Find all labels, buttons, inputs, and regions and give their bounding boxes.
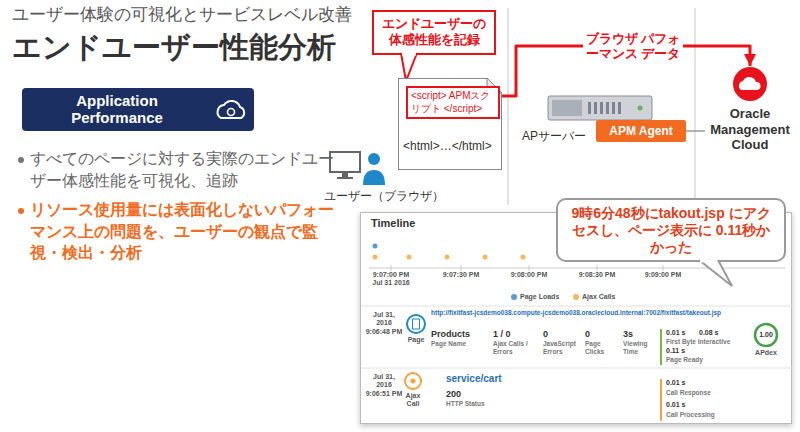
zone-divider	[508, 8, 509, 205]
metric-value: 200	[446, 389, 461, 400]
node-text: Application Performance	[30, 92, 204, 127]
time-tick: 9:09:00 PM	[643, 271, 683, 279]
product-badge: Application Performance	[22, 88, 254, 131]
html-document: <html>…</html> <script> APMスクリプト </script…	[398, 78, 502, 170]
metric-name: HTTP Status	[446, 400, 485, 408]
call-url: service/cart	[446, 373, 502, 385]
legend-text: Page Loads	[520, 293, 559, 300]
metric-value: Products	[431, 329, 470, 340]
timing-value: 0.11 s	[666, 347, 685, 355]
slide-title: エンドユーザー性能分析	[12, 28, 336, 68]
timestamp: Jul 31, 2016 9:06:51 PM	[365, 373, 403, 398]
cloud-icon	[214, 93, 248, 125]
metric-name: JavaScript Errors	[543, 340, 579, 356]
metric-name: Ajax Calls / Errors	[493, 340, 533, 356]
metric-name: Page Clicks	[585, 340, 617, 356]
metric-name: Viewing Time	[623, 340, 655, 356]
icon-caption: Page	[404, 336, 428, 344]
timing-value: 0.01 s	[666, 401, 685, 409]
node-text: <script> APMスクリプト </script>	[411, 90, 495, 115]
time-tick: 9:07:30 PM	[441, 271, 481, 279]
server-icon	[548, 94, 652, 122]
timing-name: First Byte Interactive	[666, 338, 730, 346]
ap-server: APサーバーAPM Agent	[522, 94, 686, 150]
time-tick: 9:08:00 PM	[509, 271, 549, 279]
node-text: <html>…</html>	[403, 139, 497, 153]
node-text: ユーザー（ブラウザ）	[322, 188, 446, 205]
node-text: エンドユーザーの 体感性能を記録	[379, 16, 489, 49]
legend-swatch	[511, 294, 517, 300]
timing-value: 0.08 s	[699, 329, 718, 337]
metric-value: 0	[585, 329, 590, 340]
node-text: APM Agent	[598, 124, 684, 138]
callout-bubble: 9時6分48秒にtakout.jsp にアクセスし、ページ表示に 0.11秒かか…	[556, 198, 786, 262]
callout-tail	[698, 260, 734, 290]
time-tick: 9:08:30 PM	[577, 271, 617, 279]
time-tick: 9:07:00 PM Jul 31 2016	[371, 271, 411, 288]
user-browser: ユーザー（ブラウザ）	[322, 150, 446, 205]
cloud-service: Oracle Management Cloud	[705, 66, 795, 153]
timing-name: Call Response	[666, 389, 711, 397]
metric-value: 0	[543, 329, 548, 340]
apdex-caption: APdex	[754, 349, 778, 357]
cloud-icon	[732, 66, 768, 102]
edge-label: ブラウザ パフォーマンス データ	[583, 30, 683, 63]
node-text: 9時6分48秒にtakout.jsp にアクセスし、ページ表示に 0.11秒かか…	[566, 205, 776, 255]
icon-caption: Ajax Call	[399, 392, 427, 409]
metric-value: 3s	[623, 329, 633, 340]
legend-text: Ajax Calls	[582, 293, 615, 300]
bullet-text: すべてのページに対する実際のエンドユーザー体感性能を可視化、追跡	[30, 148, 345, 191]
metric-value: 1 / 0	[493, 329, 511, 340]
script-box: <script> APMスクリプト </script>	[406, 86, 500, 119]
timing-name: Call Processing	[666, 411, 715, 419]
callout-bubble: エンドユーザーの 体感性能を記録	[372, 10, 496, 55]
legend-swatch	[573, 294, 579, 300]
timestamp: Jul 31, 2016 9:06:48 PM	[365, 311, 403, 336]
bullet-text: リソース使用量には表面化しないパフォーマンス上の問題を、ユーザーの観点で監視・検…	[30, 199, 345, 264]
node-text: Oracle Management Cloud	[705, 106, 795, 153]
bullet-dot	[18, 208, 24, 214]
apdex-score: 1.00	[754, 331, 778, 339]
timing-name: Page Ready	[666, 356, 703, 364]
agent-box: APM Agent	[596, 120, 686, 142]
bullet-dot	[18, 157, 24, 163]
metric-name: Page Name	[431, 340, 471, 348]
subtitle: ユーザー体験の可視化とサービスレベル改善	[12, 5, 352, 25]
flow-arrow	[686, 130, 705, 132]
timing-value: 0.01 s	[666, 379, 685, 387]
page-url: http://fixitfast-jcsdemo038.compute-jcsd…	[431, 309, 787, 317]
zone-divider	[695, 8, 696, 205]
user-icon	[328, 150, 392, 186]
timing-value: 0.01 s	[666, 329, 685, 337]
